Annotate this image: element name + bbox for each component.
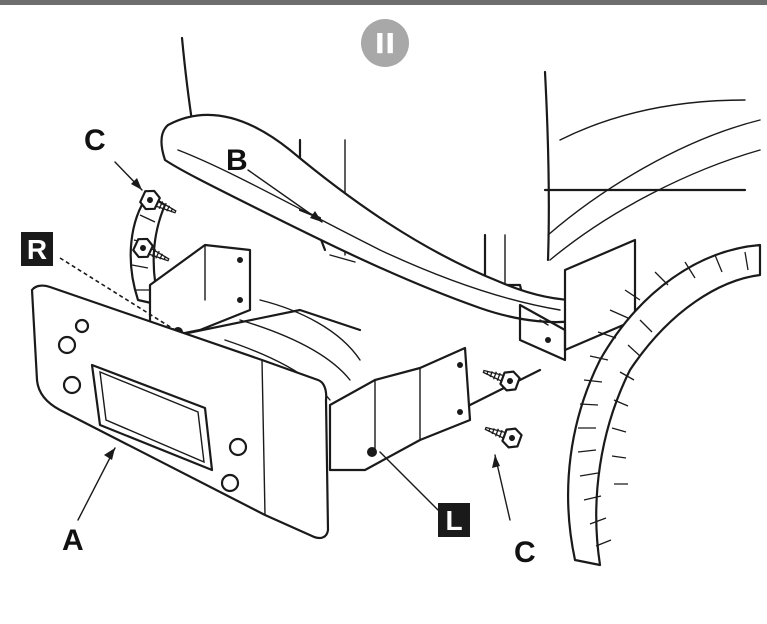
right-alignment-line (59, 257, 176, 331)
rear-tire (567, 243, 762, 567)
top-rule (0, 0, 767, 5)
left-side-tag-text: L (445, 505, 462, 536)
bumper-bolt-1 (57, 335, 77, 355)
leader-b (247, 169, 323, 223)
arrow-icon (104, 448, 115, 460)
left-side-tag: L (438, 503, 470, 537)
left-mount-bracket (328, 346, 472, 472)
bumper (30, 284, 330, 540)
arrow-icon (310, 211, 322, 222)
label-screw-top: C (84, 124, 106, 157)
bumper-bolt-5 (74, 318, 90, 334)
label-frame-edge: B (226, 144, 248, 177)
step-badge-circle (361, 19, 409, 67)
screw-icon (484, 426, 523, 449)
bumper-bolt-2 (62, 375, 82, 395)
screw-icon (139, 189, 177, 214)
right-side-tag: R (21, 232, 53, 266)
label-screw-bottom: C (514, 536, 536, 569)
bumper-bolt-3 (228, 437, 248, 457)
screw-icon (132, 237, 170, 262)
left-alignment-line (379, 451, 439, 511)
leader-a (77, 447, 116, 521)
left-mount-hole (367, 447, 377, 457)
screw-pair-top (114, 161, 177, 262)
step-badge: II (361, 19, 409, 67)
right-side-tag-text: R (27, 234, 47, 265)
screw-pair-bottom (482, 369, 523, 521)
label-bumper: A (62, 524, 84, 557)
step-badge-text: II (375, 27, 396, 60)
bumper-bolt-4 (220, 473, 240, 493)
screw-icon (482, 369, 521, 392)
